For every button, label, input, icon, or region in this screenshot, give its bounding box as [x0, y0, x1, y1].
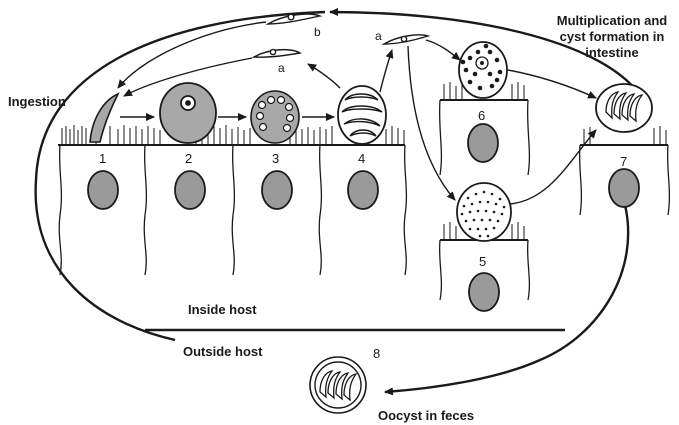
stage-8-oocyst-feces [310, 357, 366, 413]
stage-number-5: 5 [479, 254, 486, 269]
stage-4-merozoites [338, 86, 386, 144]
stage-5-microgamont [457, 183, 511, 241]
label-multiplication-2: cyst formation in [560, 29, 665, 44]
nucleus-cell-3 [262, 171, 292, 209]
stage-2-trophozoite [160, 83, 216, 143]
letter-a-lower: a [278, 61, 285, 75]
stage-6-macrogamont [459, 42, 507, 98]
stage-7-oocyst [596, 84, 652, 132]
label-ingestion: Ingestion [8, 94, 66, 109]
free-merozoite-a-upper [384, 35, 428, 44]
stage-number-2: 2 [185, 151, 192, 166]
label-inside-host: Inside host [188, 302, 257, 317]
stage-number-6: 6 [478, 108, 485, 123]
cell-7 [580, 126, 670, 215]
letter-b: b [314, 25, 321, 39]
stage-number-3: 3 [272, 151, 279, 166]
nucleus-cell-4 [348, 171, 378, 209]
stage-3-schizont [251, 91, 299, 143]
nucleus-cell-1 [88, 171, 118, 209]
stage-number-7: 7 [620, 154, 627, 169]
stage-number-8: 8 [373, 346, 380, 361]
letter-a-upper: a [375, 29, 382, 43]
label-outside-host: Outside host [183, 344, 263, 359]
stage-number-4: 4 [358, 151, 365, 166]
label-multiplication-1: Multiplication and [557, 13, 668, 28]
label-multiplication-3: intestine [585, 45, 638, 60]
label-oocyst-in-feces: Oocyst in feces [378, 408, 474, 423]
free-merozoite-a-lower [254, 49, 300, 57]
outer-cycle-loop [36, 12, 640, 392]
stage-1-sporozoite [90, 94, 118, 142]
nucleus-cell-2 [175, 171, 205, 209]
stage-number-1: 1 [99, 151, 106, 166]
